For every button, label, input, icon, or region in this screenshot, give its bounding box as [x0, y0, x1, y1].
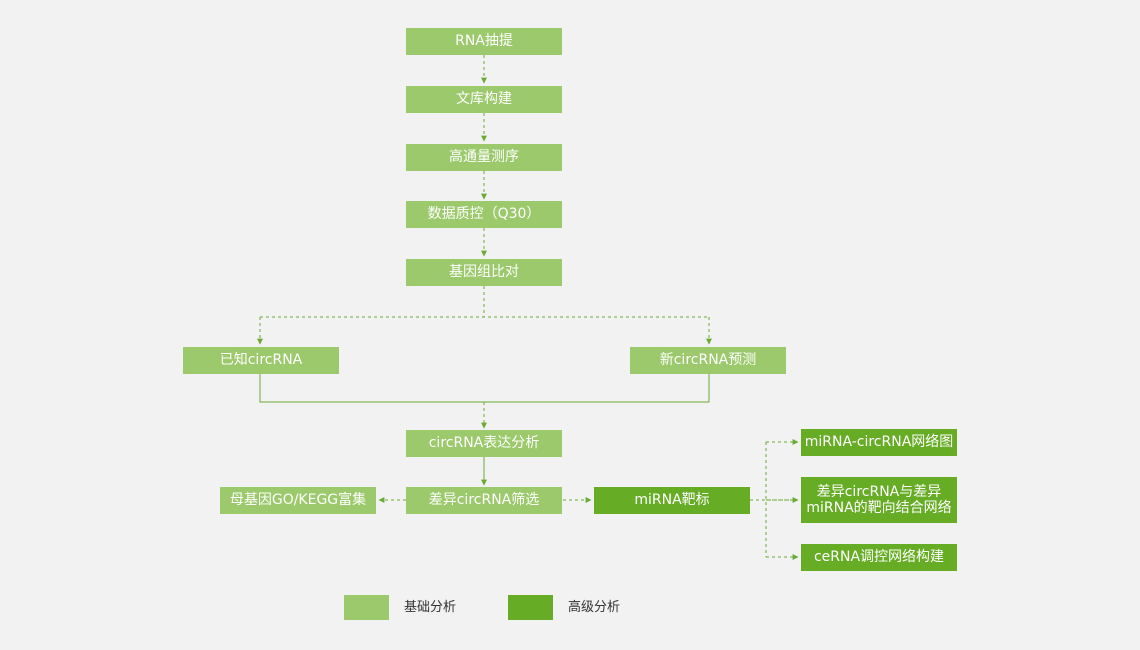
expression-analysis-node: circRNA表达分析	[406, 430, 562, 457]
novel-circrna-node: 新circRNA预测	[630, 347, 786, 374]
mirna-target-node: miRNA靶标	[594, 487, 750, 514]
quality-control-node: 数据质控（Q30）	[406, 201, 562, 228]
differential-screening-node: 差异circRNA筛选	[406, 487, 562, 514]
legend-advanced-label: 高级分析	[568, 600, 621, 615]
legend-basic-swatch	[344, 595, 389, 620]
rna-extraction-node: RNA抽提	[406, 28, 562, 55]
sequencing-node: 高通量测序	[406, 144, 562, 171]
differential-target-network-node: 差异circRNA与差异 miRNA的靶向结合网络	[801, 477, 957, 523]
known-circrna-node: 已知circRNA	[183, 347, 339, 374]
mirna-circrna-network-node: miRNA-circRNA网络图	[801, 429, 957, 456]
genome-alignment-node: 基因组比对	[406, 259, 562, 286]
cerna-network-node: ceRNA调控网络构建	[801, 544, 957, 571]
library-construction-node: 文库构建	[406, 86, 562, 113]
go-kegg-enrichment-node: 母基因GO/KEGG富集	[220, 487, 376, 514]
differential-target-network-line1: 差异circRNA与差异	[816, 483, 942, 500]
legend-basic-label: 基础分析	[404, 600, 457, 615]
merge-line	[259, 374, 710, 403]
legend-advanced-swatch	[508, 595, 553, 620]
differential-target-network-line2: miRNA的靶向结合网络	[806, 500, 952, 516]
